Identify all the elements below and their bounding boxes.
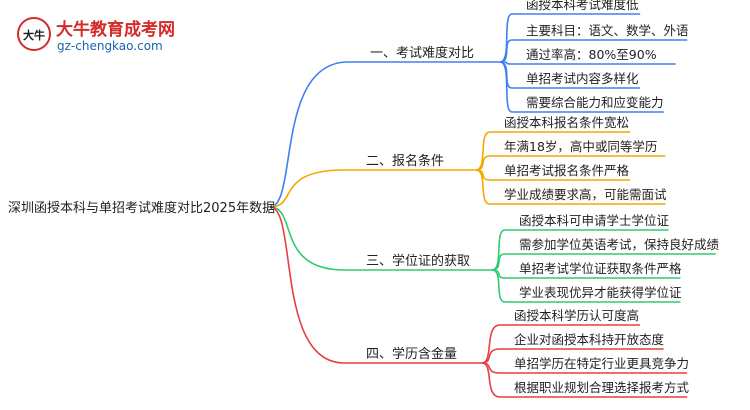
logo-emblem-icon	[17, 17, 51, 51]
branch-connector	[269, 206, 492, 271]
leaf-connector	[499, 61, 676, 65]
leaf-label: 函授本科考试难度低	[526, 0, 639, 12]
branch-connector	[269, 61, 500, 208]
leaf-label: 需要综合能力和应变能力	[526, 95, 664, 110]
branch-label: 四、学历含金量	[366, 346, 457, 362]
logo: 大牛 大牛教育成考网 gz-chengkao.com	[17, 17, 175, 53]
logo-url: gz-chengkao.com	[57, 39, 163, 53]
leaf-connector	[499, 61, 664, 113]
leaf-label: 需参加学位英语考试，保持良好成绩	[519, 237, 720, 252]
connector-lines	[269, 13, 716, 398]
leaf-label: 通过率高：80%至90%	[526, 47, 657, 62]
leaf-label: 单招考试内容多样化	[526, 71, 639, 86]
leaf-label: 学业表现优异才能获得学位证	[519, 285, 682, 300]
leaf-connector	[491, 269, 681, 303]
leaf-label: 主要科目：语文、数学、外语	[526, 23, 689, 38]
branch-connector	[269, 169, 476, 208]
mind-map-nodes: 深圳函授本科与单招考试难度对比2025年数据 一、考试难度对比 函授本科考试难度低…	[8, 0, 720, 395]
leaf-label: 年满18岁，高中或同等学历	[504, 139, 657, 154]
leaf-connector	[475, 169, 666, 205]
leaf-label: 学业成绩要求高，可能需面试	[504, 187, 667, 202]
leaf-label: 函授本科可申请学士学位证	[519, 213, 670, 228]
root-topic: 深圳函授本科与单招考试难度对比2025年数据	[8, 200, 275, 216]
leaf-label: 单招考试报名条件严格	[504, 163, 630, 178]
leaf-connector	[499, 39, 688, 63]
branch-label: 一、考试难度对比	[370, 45, 474, 61]
leaf-label: 企业对函授本科持开放态度	[514, 332, 665, 347]
leaf-label: 函授本科报名条件宽松	[504, 115, 629, 130]
leaf-label: 根据职业规划合理选择报考方式	[514, 380, 690, 395]
logo-title: 大牛教育成考网	[56, 19, 175, 40]
branch-label: 三、学位证的获取	[366, 253, 470, 269]
branch-label: 二、报名条件	[366, 153, 444, 169]
leaf-connector	[481, 362, 688, 398]
leaf-label: 函授本科学历认可度高	[514, 308, 639, 323]
logo-mark: 大牛	[23, 28, 45, 42]
leaf-label: 单招学历在特定行业更具竞争力	[514, 356, 689, 371]
branch-connector	[269, 206, 482, 364]
leaf-connector	[475, 131, 630, 171]
leaf-label: 单招考试学位证获取条件严格	[519, 261, 682, 276]
